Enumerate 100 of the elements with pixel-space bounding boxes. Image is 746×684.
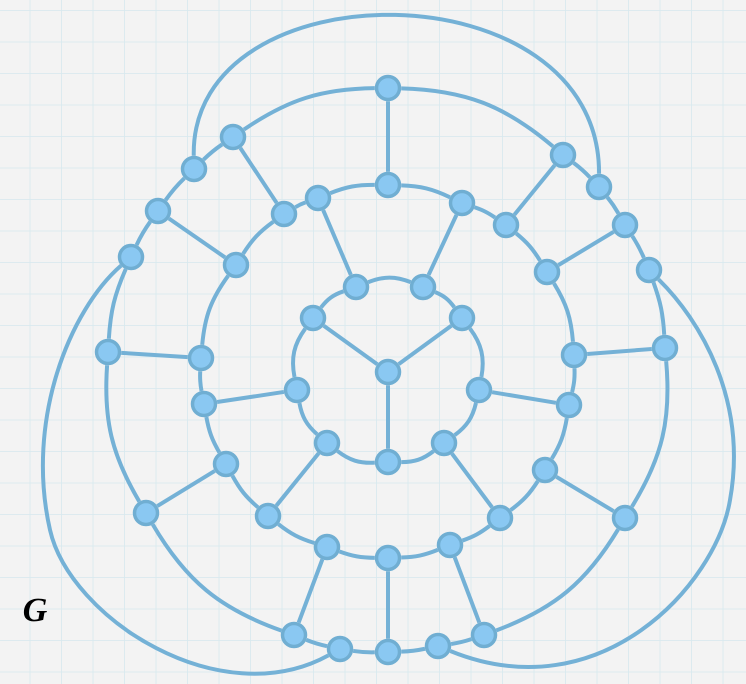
graph-edge bbox=[291, 328, 307, 378]
graph-edge bbox=[401, 548, 438, 560]
graph-vertex bbox=[144, 198, 172, 224]
graph-edge bbox=[550, 418, 569, 460]
graph-edge bbox=[277, 522, 315, 545]
graph-vertex bbox=[374, 638, 402, 666]
graph-vertex bbox=[556, 392, 582, 418]
graph-edge bbox=[630, 234, 646, 259]
graph-edge bbox=[401, 450, 435, 464]
graph-edge bbox=[238, 146, 278, 204]
graph-edge bbox=[106, 268, 128, 339]
graph-edge bbox=[336, 449, 375, 465]
graph-edge bbox=[555, 475, 615, 513]
graph-edge bbox=[204, 416, 222, 454]
graph-edge bbox=[192, 13, 602, 174]
graph-edge bbox=[274, 452, 320, 507]
graph-vertex bbox=[314, 430, 340, 456]
graph-edge bbox=[630, 361, 670, 508]
graph-edge bbox=[492, 390, 556, 405]
graph-edge bbox=[41, 264, 330, 676]
graph-vertex bbox=[284, 376, 310, 404]
graph-vertex bbox=[280, 622, 308, 648]
graph-edge bbox=[401, 86, 554, 148]
graph-edge bbox=[426, 214, 458, 276]
graph-vertex bbox=[550, 142, 576, 168]
graph-vertex bbox=[254, 502, 282, 530]
graph-edge bbox=[401, 646, 426, 654]
graph-vertex bbox=[586, 174, 612, 200]
graph-vertex bbox=[560, 342, 588, 368]
graph-edge bbox=[386, 571, 390, 639]
graph-vertex bbox=[436, 532, 464, 558]
graph-edge bbox=[450, 278, 736, 669]
graph-vertex bbox=[486, 504, 514, 532]
graph-edge bbox=[156, 469, 216, 508]
graph-vertex bbox=[532, 456, 558, 484]
graph-edge bbox=[200, 274, 230, 345]
graph-edge bbox=[352, 648, 375, 654]
graph-edge bbox=[587, 347, 652, 356]
graph-vertex bbox=[374, 448, 402, 476]
graph-vertex bbox=[466, 376, 492, 404]
graph-edge bbox=[570, 368, 577, 393]
graph-edge bbox=[468, 327, 485, 378]
graph-edge bbox=[321, 209, 353, 276]
graph-vertex bbox=[180, 156, 208, 182]
graph-vertex bbox=[492, 212, 520, 238]
graph-edge bbox=[514, 232, 542, 262]
graph-vertex bbox=[132, 500, 160, 526]
graph-edge bbox=[121, 350, 188, 360]
graph-edge bbox=[319, 289, 344, 309]
graph-vertex bbox=[410, 274, 436, 300]
graph-vertex bbox=[374, 544, 402, 572]
graph-edge bbox=[401, 183, 451, 200]
graph-edge bbox=[322, 324, 378, 366]
graph-edge bbox=[496, 528, 620, 632]
graph-vertex bbox=[94, 338, 122, 366]
graph-edge bbox=[241, 220, 274, 255]
graph-edge bbox=[164, 176, 186, 202]
graph-vertex bbox=[118, 244, 144, 270]
graph-edge bbox=[434, 290, 456, 308]
graph-vertex bbox=[188, 344, 214, 372]
graph-vertex bbox=[448, 190, 476, 216]
graph-vertex bbox=[222, 252, 250, 278]
graph-vertex bbox=[342, 274, 370, 300]
graph-edge bbox=[151, 523, 282, 632]
graph-vertex bbox=[652, 334, 678, 362]
graph-vertex bbox=[300, 304, 326, 332]
graph-vertex bbox=[612, 212, 638, 238]
graph-edge bbox=[368, 276, 412, 284]
graph-name-label: G bbox=[24, 598, 47, 622]
graph-edge bbox=[294, 200, 306, 209]
graph-vertex bbox=[212, 450, 240, 478]
graph-edge bbox=[168, 216, 226, 260]
graph-edge bbox=[450, 637, 472, 646]
graph-edge bbox=[386, 101, 390, 172]
graph-vertex bbox=[374, 74, 402, 102]
graph-edge bbox=[306, 638, 328, 648]
graph-edge bbox=[606, 196, 620, 214]
graph-vertex bbox=[270, 200, 298, 228]
graph-vertex bbox=[190, 390, 218, 418]
graph-edge bbox=[509, 480, 540, 512]
graph-edge bbox=[450, 452, 494, 509]
graph-edge bbox=[552, 282, 575, 342]
graph-edge bbox=[386, 385, 390, 449]
graph-vertex bbox=[326, 636, 354, 662]
graph-vertex bbox=[534, 258, 560, 286]
graph-vertex bbox=[448, 304, 476, 332]
graph-vertex bbox=[612, 504, 638, 532]
graph-edge bbox=[216, 390, 284, 404]
graph-edge bbox=[330, 182, 375, 195]
graph-edge bbox=[134, 220, 152, 246]
graph-vertex bbox=[220, 124, 246, 150]
graph-edge bbox=[572, 161, 592, 179]
graph-vertex bbox=[304, 184, 332, 212]
graph-edge bbox=[453, 402, 478, 437]
graph-edge bbox=[202, 142, 224, 162]
graph-edge bbox=[512, 164, 556, 216]
graph-edge bbox=[452, 556, 482, 624]
graph-edge bbox=[557, 230, 615, 267]
graph-vertex bbox=[430, 430, 458, 456]
graph-edge bbox=[104, 365, 142, 503]
